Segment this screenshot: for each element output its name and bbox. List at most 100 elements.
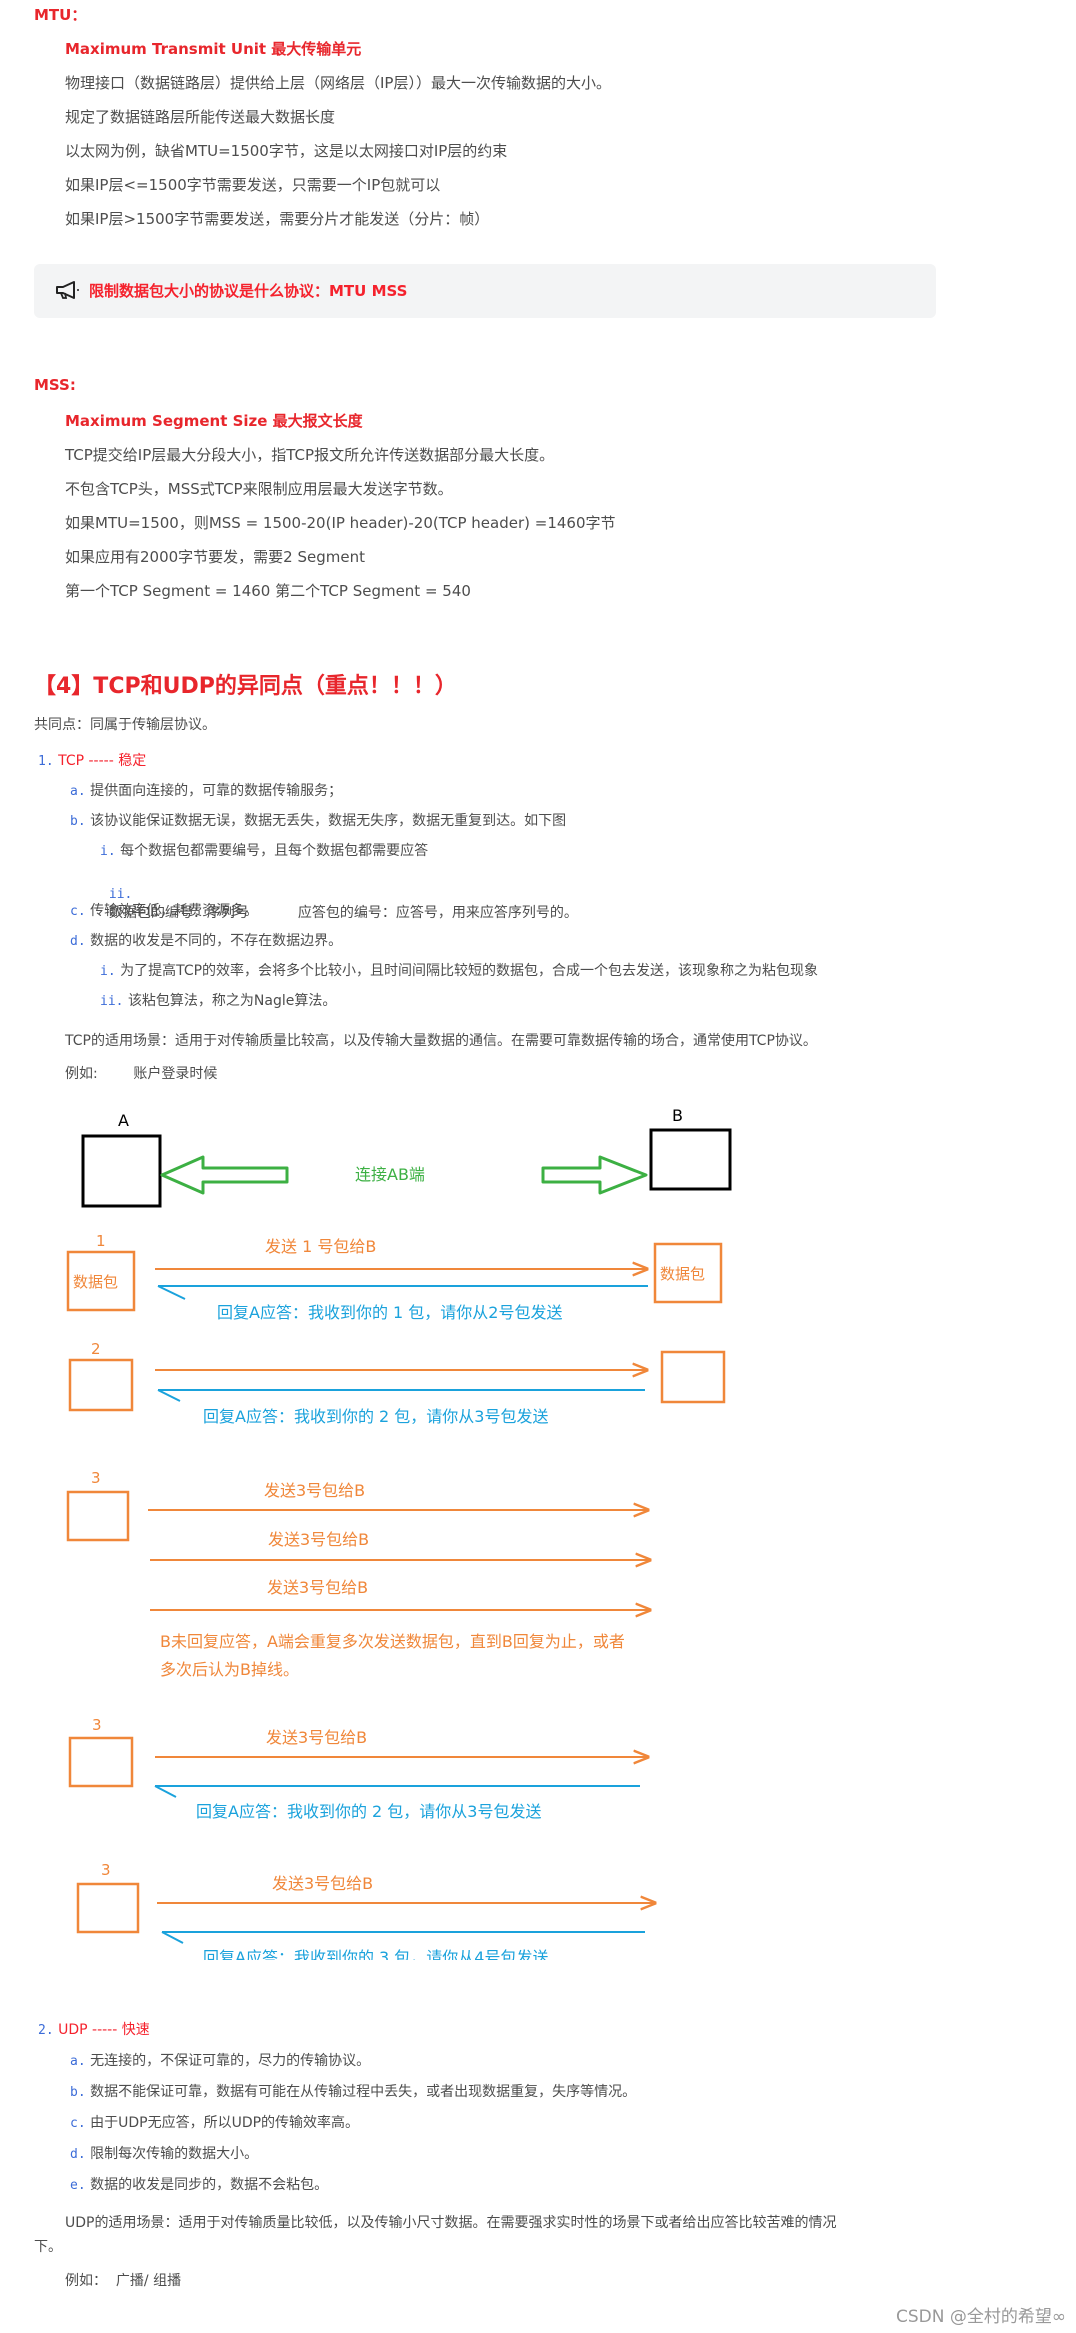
send-label-3c: 发送3号包给B xyxy=(267,1578,368,1597)
packet-box-a xyxy=(68,1736,134,1788)
list-text: 传输效率低，耗费资源多。 xyxy=(90,903,259,919)
packet-label-a: 数据包 xyxy=(73,1273,118,1291)
reply-label-4: 回复A应答：我收到你的 2 包，请你从3号包发送 xyxy=(196,1802,541,1821)
tcp-item-d: d. 数据的收发是不同的，不存在数据边界。 xyxy=(70,930,342,950)
mss-line-1: TCP提交给IP层最大分段大小，指TCP报文所允许传送数据部分最大长度。 xyxy=(65,446,555,464)
list-marker: a. xyxy=(70,784,86,799)
seq-number: 3 xyxy=(101,1861,111,1879)
list-text: 由于UDP无应答，所以UDP的传输效率高。 xyxy=(90,2115,360,2131)
connect-arrow-left xyxy=(160,1155,289,1195)
send-label-4: 发送3号包给B xyxy=(266,1728,367,1747)
list-marker: c. xyxy=(70,2116,86,2131)
list-marker: a. xyxy=(70,2054,86,2069)
send-label-1: 发送 1 号包给B xyxy=(265,1237,376,1256)
tcp-diagram: A B 连接AB端 1 数据包 数据包 发送 1 号包给B 回复A应答：我收到你… xyxy=(66,1106,732,1960)
tcp-item-b-ii: ii. 数据包的编号：序列号 应答包的编号：应答号，用来应答序列号的。 xyxy=(100,870,578,922)
list-marker: ii. xyxy=(100,994,124,1009)
tcp-example: 例如: 账户登录时候 xyxy=(65,1066,218,1082)
lost-note-line-1: B未回复应答，A端会重复多次发送数据包，直到B回复为止，或者 xyxy=(160,1632,625,1651)
tcp-title: TCP ----- 稳定 xyxy=(58,753,147,769)
packet-box-a xyxy=(68,1358,134,1412)
send-label-5: 发送3号包给B xyxy=(272,1874,373,1893)
tcp-item-a: a. 提供面向连接的，可靠的数据传输服务； xyxy=(70,780,342,800)
list-text: 数据的收发是同步的，数据不会粘包。 xyxy=(90,2177,329,2193)
mtu-full-name: Maximum Transmit Unit 最大传输单元 xyxy=(65,40,362,58)
udp-number: 2. xyxy=(38,2023,54,2038)
list-text: 每个数据包都需要编号，且每个数据包都需要应答 xyxy=(120,843,429,859)
list-marker: c. xyxy=(70,904,86,919)
reply-arrowhead xyxy=(157,1285,186,1300)
udp-title: UDP ----- 快速 xyxy=(58,2022,150,2038)
packet-box-a xyxy=(66,1490,130,1542)
seq-number: 1 xyxy=(96,1232,106,1250)
mss-line-3: 如果MTU=1500，则MSS = 1500-20(IP header)-20(… xyxy=(65,514,616,532)
list-text: 为了提高TCP的效率，会将多个比较小，且时间间隔比较短的数据包，合成一个包去发送… xyxy=(120,963,819,979)
list-text: 数据不能保证可靠，数据有可能在从传输过程中丢失，或者出现数据重复，失序等情况。 xyxy=(90,2084,637,2100)
packet-box-a xyxy=(76,1882,140,1934)
packet-box-a xyxy=(66,1250,136,1312)
reply-label-1: 回复A应答：我收到你的 1 包，请你从2号包发送 xyxy=(217,1303,562,1322)
packet-label-b: 数据包 xyxy=(660,1265,705,1283)
section-title: 【4】TCP和UDP的异同点（重点！！！） xyxy=(34,674,457,699)
mss-line-5: 第一个TCP Segment = 1460 第二个TCP Segment = 5… xyxy=(65,582,471,600)
mtu-label: MTU： xyxy=(34,6,87,24)
tcp-item-b-i: i. 每个数据包都需要编号，且每个数据包都需要应答 xyxy=(100,840,428,860)
udp-item-c: c. 由于UDP无应答，所以UDP的传输效率高。 xyxy=(70,2112,359,2132)
seq-number: 3 xyxy=(92,1716,102,1734)
list-text: 该粘包算法，称之为Nagle算法。 xyxy=(127,993,337,1009)
reply-arrowhead xyxy=(154,1785,177,1798)
list-marker: e. xyxy=(70,2178,86,2193)
udp-scenario-line-1: UDP的适用场景：适用于对传输质量比较低，以及传输小尺寸数据。在需要强求实时性的… xyxy=(65,2215,837,2231)
udp-item-b: b. 数据不能保证可靠，数据有可能在从传输过程中丢失，或者出现数据重复，失序等情… xyxy=(70,2081,636,2101)
list-marker: i. xyxy=(100,964,116,979)
mss-label: MSS: xyxy=(34,376,76,394)
list-marker: i. xyxy=(100,844,116,859)
tcp-item-d-i: i. 为了提高TCP的效率，会将多个比较小，且时间间隔比较短的数据包，合成一个包… xyxy=(100,960,818,980)
udp-item-a: a. 无连接的，不保证可靠的，尽力的传输协议。 xyxy=(70,2050,370,2070)
packet-box-b xyxy=(660,1350,726,1404)
seq-number: 3 xyxy=(91,1469,101,1487)
send-label-3b: 发送3号包给B xyxy=(268,1530,369,1549)
tcp-number: 1. xyxy=(38,754,54,769)
reply-arrowhead xyxy=(157,1389,181,1402)
mtu-line-5: 如果IP层>1500字节需要发送，需要分片才能发送（分片：帧） xyxy=(65,210,490,228)
reply-label-2: 回复A应答：我收到你的 2 包，请你从3号包发送 xyxy=(203,1407,548,1426)
udp-example: 例如： 广播/ 组播 xyxy=(65,2273,182,2289)
csdn-watermark: CSDN @全村的希望∞ xyxy=(895,2307,1066,2327)
list-marker: b. xyxy=(70,814,86,829)
udp-item-d: d. 限制每次传输的数据大小。 xyxy=(70,2143,258,2163)
tip-text: 限制数据包大小的协议是什么协议：MTU MSS xyxy=(89,282,408,300)
mtu-line-1: 物理接口（数据链路层）提供给上层（网络层（IP层））最大一次传输数据的大小。 xyxy=(65,74,611,92)
node-a-box xyxy=(81,1134,162,1208)
udp-scenario-line-2: 下。 xyxy=(34,2239,62,2255)
tip-box: 限制数据包大小的协议是什么协议：MTU MSS xyxy=(34,264,936,318)
mtu-line-4: 如果IP层<=1500字节需要发送，只需要一个IP包就可以 xyxy=(65,176,441,194)
list-text: 数据包的编号：序列号 应答包的编号：应答号，用来应答序列号的。 xyxy=(108,905,578,921)
list-marker: d. xyxy=(70,2147,86,2162)
mss-line-4: 如果应用有2000字节要发，需要2 Segment xyxy=(65,548,365,566)
mtu-line-2: 规定了数据链路层所能传送最大数据长度 xyxy=(65,108,336,126)
list-marker: b. xyxy=(70,2085,86,2100)
send-label-3a: 发送3号包给B xyxy=(264,1481,365,1500)
lost-note-line-2: 多次后认为B掉线。 xyxy=(160,1660,299,1679)
seq-number: 2 xyxy=(91,1340,101,1358)
tcp-item-c: c. 传输效率低，耗费资源多。 xyxy=(70,900,258,920)
connect-arrow-right xyxy=(541,1155,648,1195)
list-text: 数据的收发是不同的，不存在数据边界。 xyxy=(90,933,343,949)
list-text: 限制每次传输的数据大小。 xyxy=(90,2146,259,2162)
tcp-heading: 1. TCP ----- 稳定 xyxy=(38,750,146,770)
list-marker: d. xyxy=(70,934,86,949)
list-text: 无连接的，不保证可靠的，尽力的传输协议。 xyxy=(90,2053,371,2069)
node-b-label: B xyxy=(672,1106,683,1125)
connect-label: 连接AB端 xyxy=(355,1165,425,1184)
mss-full-name: Maximum Segment Size 最大报文长度 xyxy=(65,412,363,430)
tcp-item-d-ii: ii. 该粘包算法，称之为Nagle算法。 xyxy=(100,990,336,1010)
megaphone-icon xyxy=(56,281,79,299)
node-a-label: A xyxy=(118,1111,129,1130)
mtu-line-3: 以太网为例，缺省MTU=1500字节，这是以太网接口对IP层的约束 xyxy=(65,142,508,160)
udp-item-e: e. 数据的收发是同步的，数据不会粘包。 xyxy=(70,2174,328,2194)
common-point: 共同点：同属于传输层协议。 xyxy=(34,717,216,733)
node-b-box xyxy=(649,1128,732,1191)
mss-line-2: 不包含TCP头，MSS式TCP来限制应用层最大发送字节数。 xyxy=(65,480,453,498)
reply-label-5: 回复A应答：我收到你的 3 包，请你从4号包发送 xyxy=(203,1948,548,1960)
